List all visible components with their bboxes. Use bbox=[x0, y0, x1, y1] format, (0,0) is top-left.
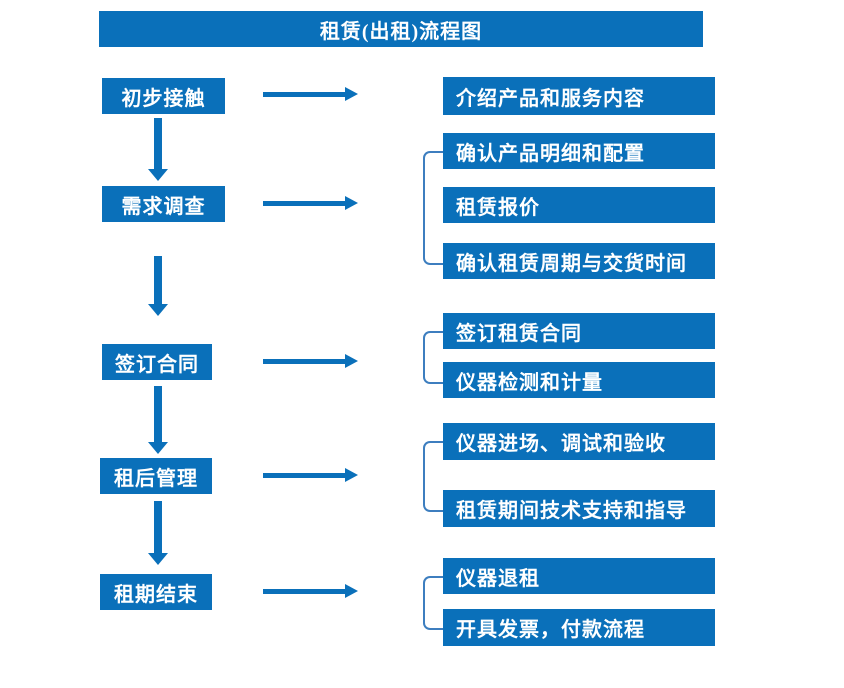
output-box: 租赁期间技术支持和指导 bbox=[443, 490, 715, 527]
output-box: 确认产品明细和配置 bbox=[443, 133, 715, 169]
output-label: 仪器进场、调试和验收 bbox=[456, 433, 666, 455]
right-arrow-icon bbox=[263, 196, 358, 210]
output-box: 仪器退租 bbox=[443, 558, 715, 594]
step-label: 初步接触 bbox=[121, 87, 206, 110]
output-label: 签订租赁合同 bbox=[456, 322, 582, 345]
output-box: 确认租赁周期与交货时间 bbox=[443, 243, 715, 279]
step-label: 签订合同 bbox=[115, 353, 199, 376]
down-arrow-icon bbox=[148, 118, 168, 181]
down-arrow-icon bbox=[148, 386, 168, 454]
step-box-demand-survey: 需求调查 bbox=[102, 186, 225, 222]
output-box: 签订租赁合同 bbox=[443, 313, 715, 349]
step-label: 需求调查 bbox=[121, 195, 206, 218]
output-label: 开具发票，付款流程 bbox=[456, 619, 645, 641]
right-arrow-icon bbox=[263, 584, 358, 598]
output-label: 确认产品明细和配置 bbox=[456, 142, 645, 165]
step-box-initial-contact: 初步接触 bbox=[102, 78, 225, 114]
right-arrow-icon bbox=[263, 354, 358, 368]
group-bracket-icon bbox=[423, 576, 443, 630]
step-label: 租后管理 bbox=[114, 467, 198, 490]
right-arrow-icon bbox=[263, 87, 358, 101]
output-label: 仪器退租 bbox=[456, 567, 540, 590]
step-label: 租期结束 bbox=[114, 583, 198, 606]
group-bracket-icon bbox=[423, 331, 443, 384]
output-label: 介绍产品和服务内容 bbox=[456, 87, 645, 110]
output-box: 租赁报价 bbox=[443, 187, 715, 223]
output-box: 开具发票，付款流程 bbox=[443, 609, 715, 646]
output-label: 仪器检测和计量 bbox=[456, 371, 603, 394]
down-arrow-icon bbox=[148, 256, 168, 316]
step-box-rental-end: 租期结束 bbox=[100, 574, 212, 610]
down-arrow-icon bbox=[148, 501, 168, 565]
output-label: 租赁期间技术支持和指导 bbox=[456, 500, 687, 522]
page-title: 租赁(出租)流程图 bbox=[99, 11, 703, 47]
group-bracket-icon bbox=[423, 151, 443, 265]
output-label: 租赁报价 bbox=[456, 196, 540, 219]
right-arrow-icon bbox=[263, 468, 358, 482]
step-box-sign-contract: 签订合同 bbox=[102, 344, 212, 380]
group-bracket-icon bbox=[423, 441, 443, 512]
output-box: 仪器进场、调试和验收 bbox=[443, 423, 715, 460]
output-box: 介绍产品和服务内容 bbox=[443, 77, 715, 115]
output-label: 确认租赁周期与交货时间 bbox=[456, 252, 687, 275]
output-box: 仪器检测和计量 bbox=[443, 362, 715, 398]
step-box-post-rental-management: 租后管理 bbox=[100, 458, 212, 494]
